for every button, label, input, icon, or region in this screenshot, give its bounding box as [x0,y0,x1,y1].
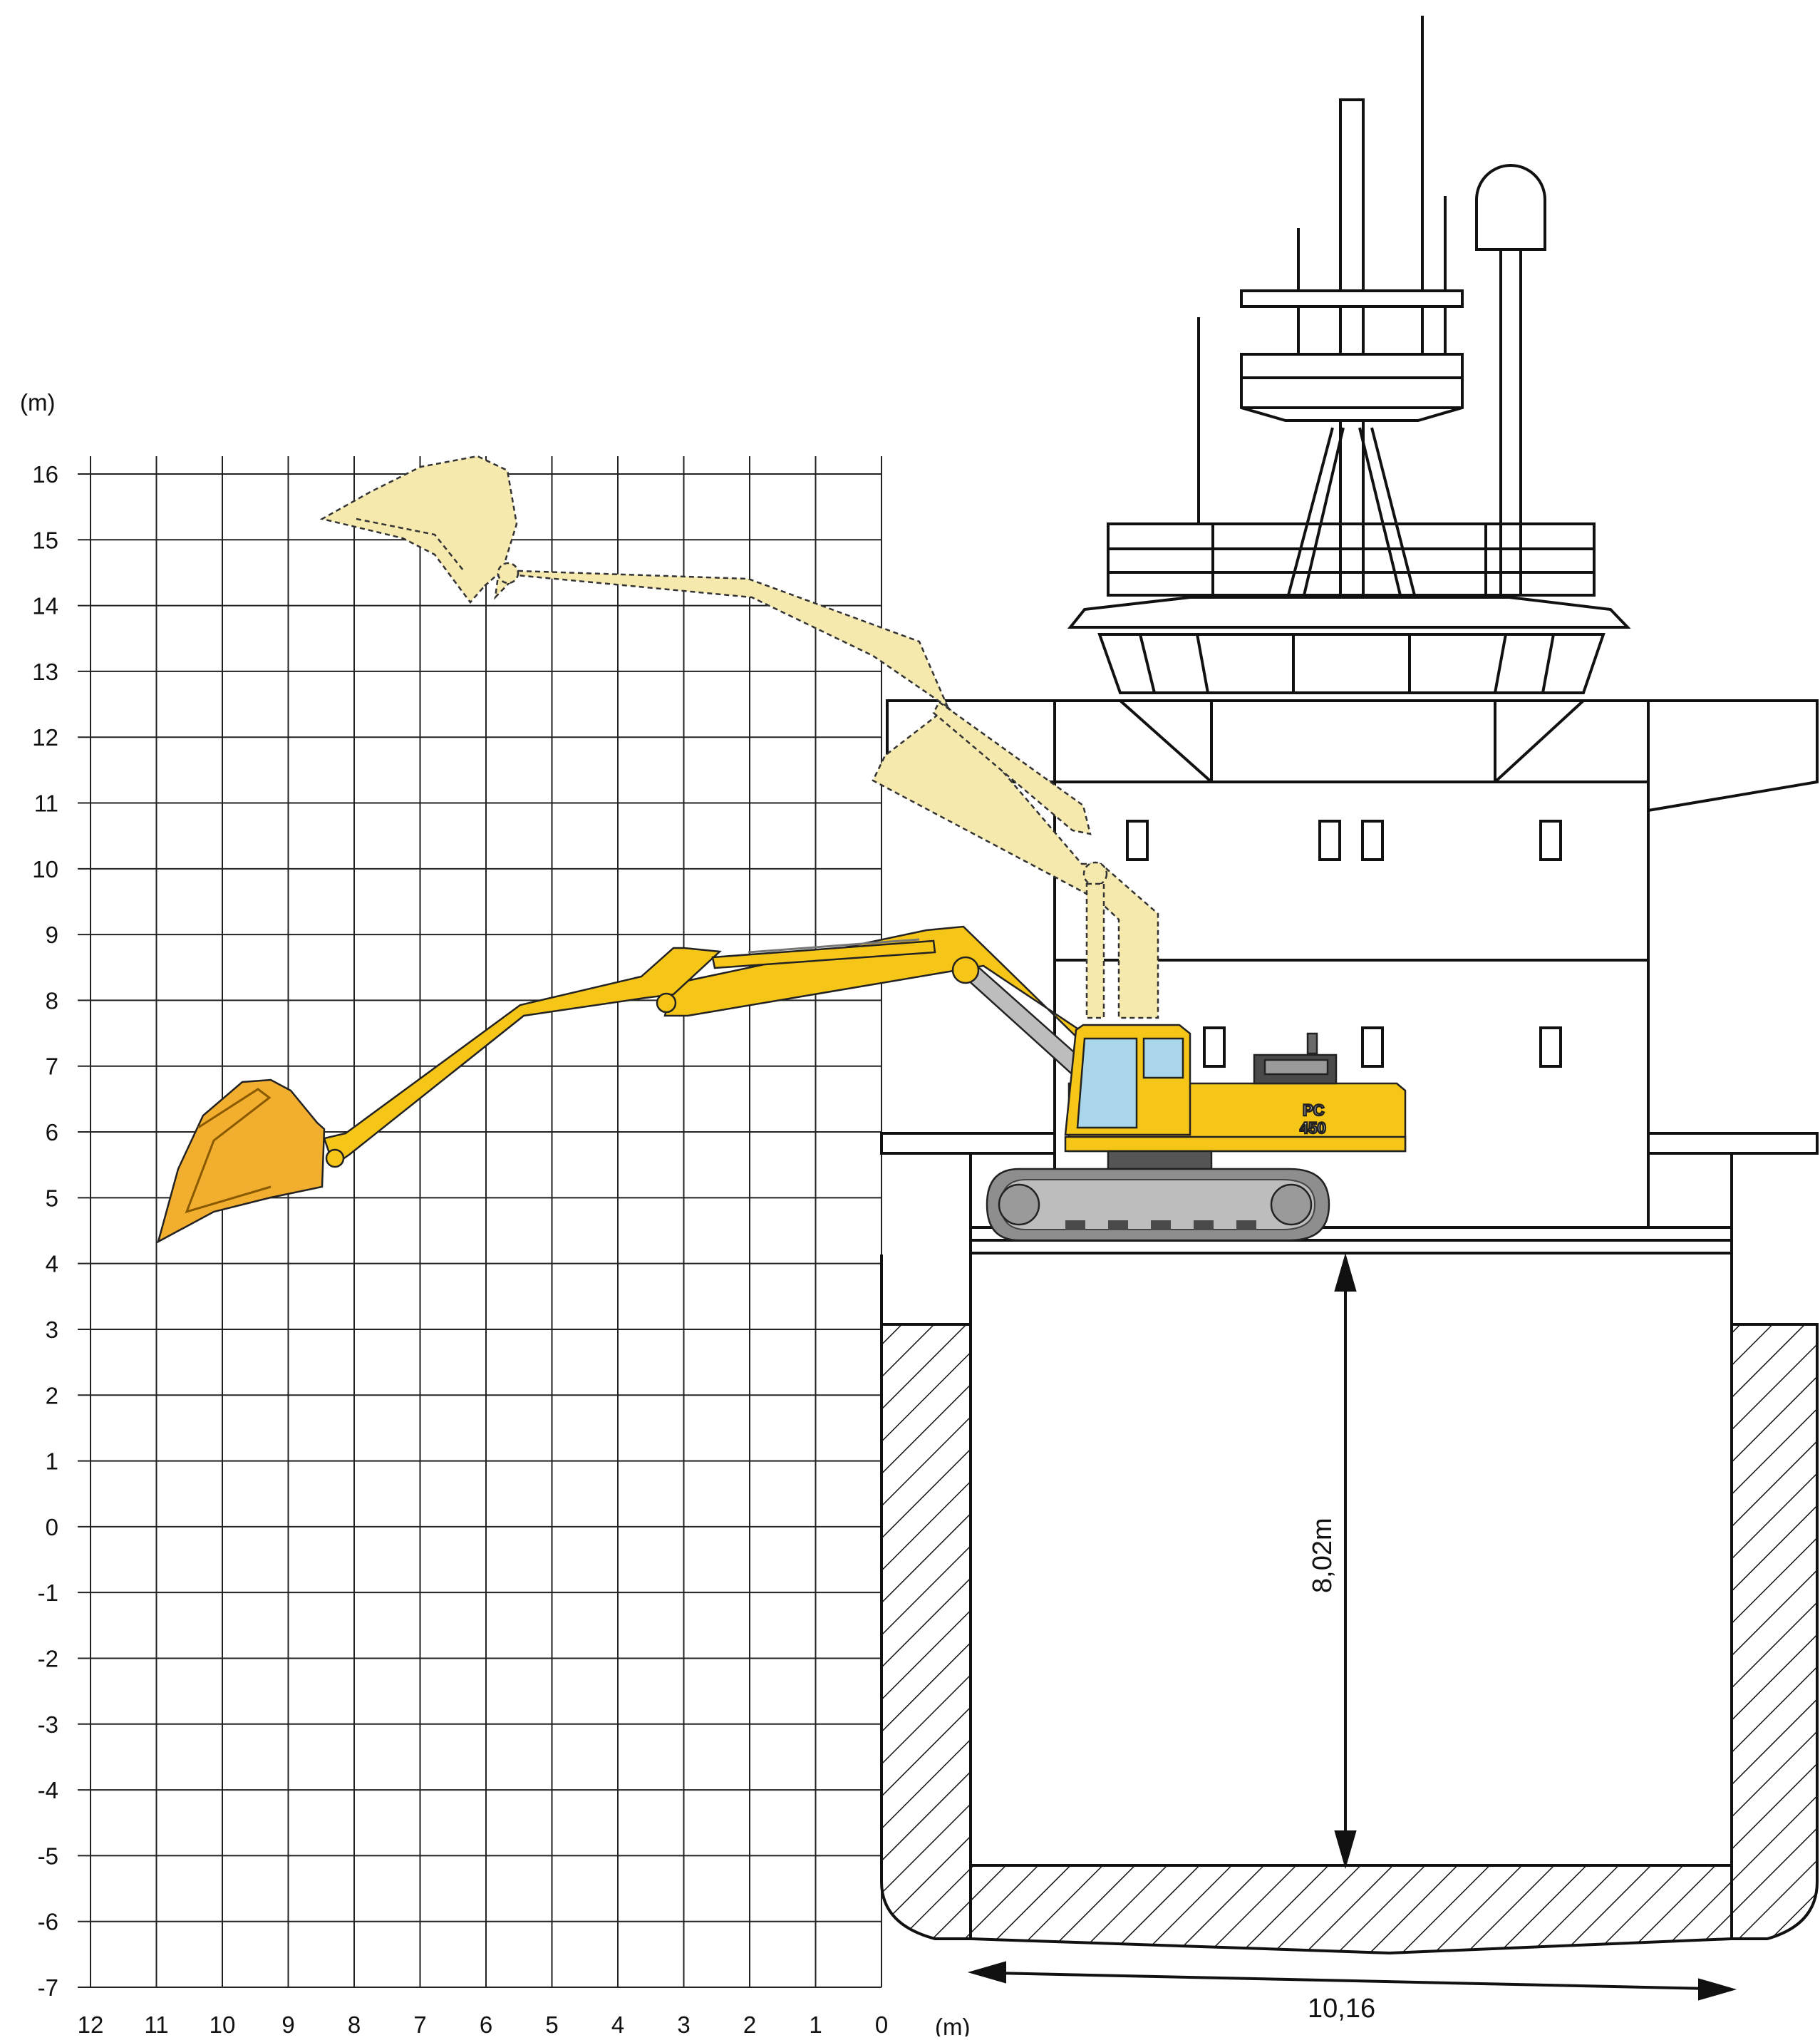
swing-bearing [1107,1150,1213,1170]
x-tick-label: 5 [545,2011,558,2036]
sprocket-wheel [1270,1183,1313,1226]
hull-bottom [969,1864,1733,1955]
hold-depth-label: 8,02m [1308,1518,1338,1593]
depth-dimension [1334,1252,1357,1870]
arrow-right-icon [1698,1978,1737,2001]
radar-dome [1475,164,1546,251]
idler-wheel [998,1183,1040,1226]
hold-interior [969,1251,1733,1867]
y-tick-label: -1 [38,1580,58,1606]
model-line-1: PC [1303,1101,1325,1119]
y-tick-label: 8 [46,987,58,1014]
model-line-2: 450 [1300,1119,1326,1137]
mast-yard [1240,289,1464,308]
radar-post [1499,248,1522,597]
x-tick-label: 3 [677,2011,690,2036]
y-tick-label: -2 [38,1645,58,1671]
track-rollers [1065,1220,1256,1230]
y-tick-label: 2 [46,1382,58,1408]
x-tick-label: 9 [281,2011,294,2036]
y-tick-label: 0 [46,1514,58,1540]
rail-left [880,1132,1056,1155]
bucket-pin [325,1148,345,1168]
ship-superstructure [880,16,1819,1229]
rail-right [1647,1132,1819,1155]
arrow-down-icon [1334,1830,1357,1870]
y-tick-label: 14 [32,593,58,619]
ghost-bucket [319,455,518,604]
y-tick-label: -3 [38,1711,58,1738]
deck-railing [1107,522,1596,597]
hull-wall-right [1730,1323,1819,1940]
mast-antennas [1197,16,1447,524]
stick-cylinder [711,939,936,969]
ghost-bucket-pin [497,562,519,584]
grille [1263,1058,1329,1076]
excavator: PC 450 [157,925,1407,1244]
arrow-up-icon [1334,1252,1357,1292]
y-tick-label: 11 [34,790,58,817]
y-tick-label: 9 [46,922,58,948]
model-badge [1297,1105,1338,1136]
hold-width-label: 10,16 [1308,1994,1375,2024]
width-dimension [967,1961,1737,2001]
boom-pin [951,956,980,984]
hull-wall-left [880,1323,972,1940]
stick [323,947,722,1167]
cab-side-window [1142,1037,1184,1079]
wheelhouse-mullions [1139,634,1555,694]
upper-deck [1067,596,1631,629]
cab-front-window [1076,1037,1138,1129]
arrow-left-icon [967,1961,1006,1984]
x-tick-label: 12 [78,2011,104,2036]
stick-pin [656,992,677,1014]
ghost-boom-pin [1082,861,1108,887]
ghost-boom [872,706,1159,1019]
x-tick-label: 10 [210,2011,236,2036]
x-tick-label: 1 [809,2011,822,2036]
y-tick-label: -6 [38,1909,58,1935]
mast-legs [1287,427,1416,596]
ghost-boom-cylinder [1085,882,1105,1019]
y-tick-label: 10 [32,856,58,882]
ghost-stick [494,569,950,710]
y-tick-label: 12 [32,724,58,751]
y-tick-label: 5 [46,1185,58,1211]
reach-grid [78,456,882,1988]
x-tick-label: 11 [144,2011,168,2036]
y-unit-label: (m) [20,389,55,416]
cargo-hold [880,1153,1819,1955]
exhaust-stack [1306,1032,1318,1055]
y-tick-label: -5 [38,1843,58,1869]
x-tick-label: 0 [875,2011,888,2036]
y-tick-label: 15 [32,527,58,553]
y-tick-label: 7 [46,1054,58,1080]
ghost-cylinder [932,701,1092,835]
x-tick-label: 8 [348,2011,361,2036]
max-reach-arm [319,455,1159,1019]
y-tick-label: 3 [46,1317,58,1343]
y-tick-label: 16 [32,461,58,488]
y-tick-label: 4 [46,1251,58,1277]
x-tick-label: 6 [480,2011,492,2036]
bucket [157,1078,326,1244]
y-tick-label: 6 [46,1119,58,1145]
y-tick-label: 13 [32,659,58,685]
wheelhouse [1097,633,1606,694]
x-tick-label: 7 [413,2011,426,2036]
main-mast [1339,98,1365,597]
y-tick-label: -4 [38,1777,58,1803]
x-tick-label: 4 [611,2011,624,2036]
portholes [1126,820,1562,1068]
counterweight [1064,1135,1407,1153]
x-tick-label: 2 [743,2011,756,2036]
y-tick-label: -7 [38,1974,58,2001]
y-tick-label: 1 [46,1448,58,1475]
mast-platform [1240,353,1464,422]
x-unit-label: (m) [935,2014,970,2036]
